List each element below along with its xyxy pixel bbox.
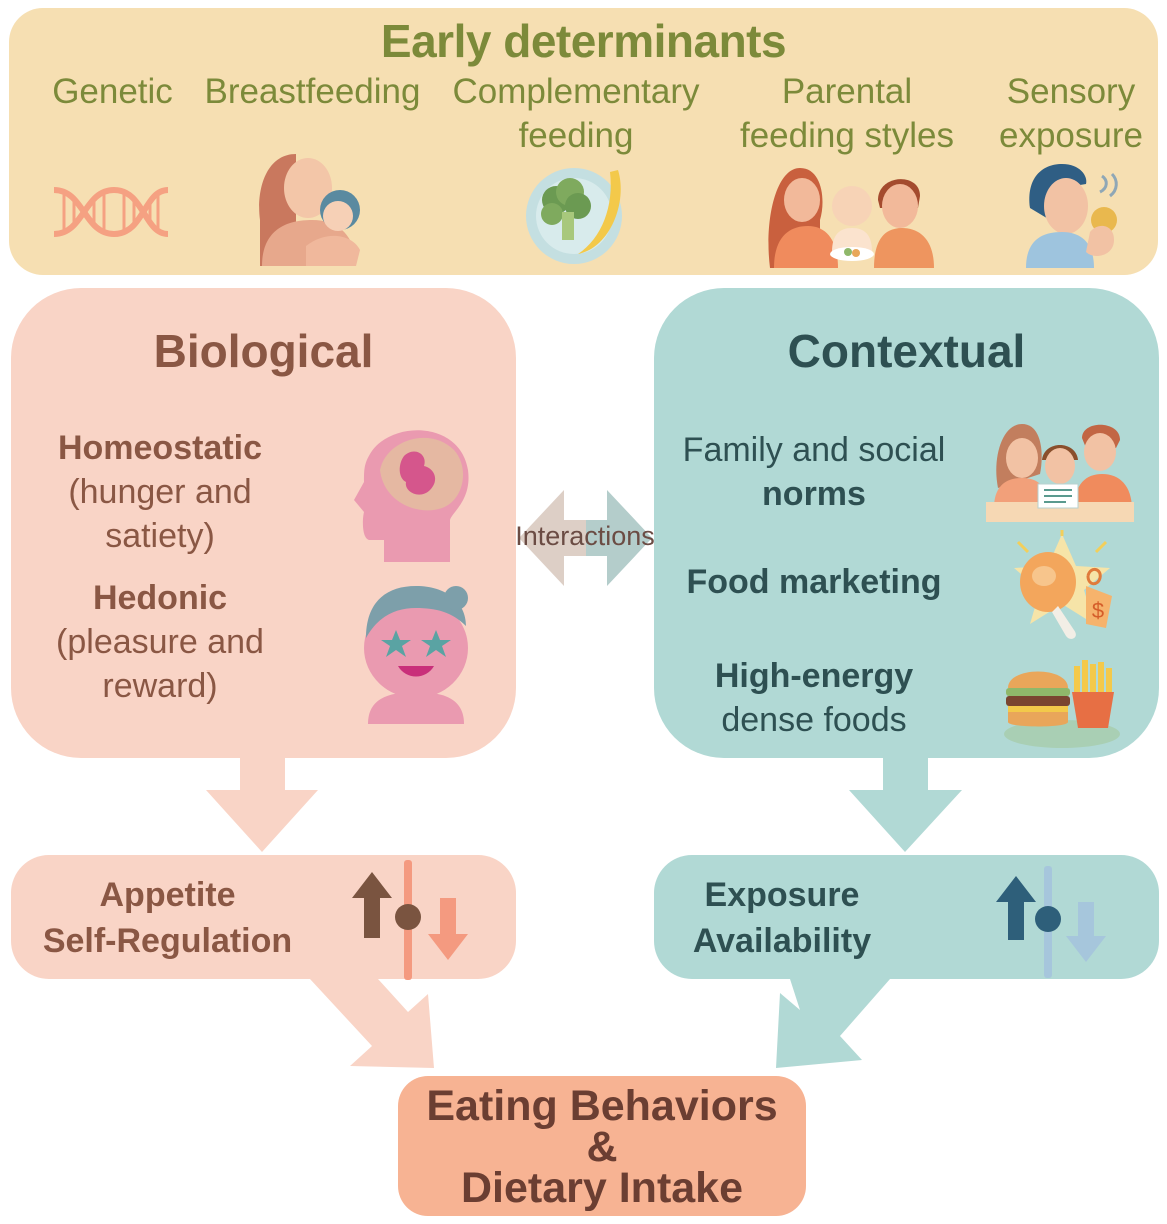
outcome-text: Eating Behaviors & Dietary Intake bbox=[398, 1082, 806, 1212]
high-energy-line1: High-energy bbox=[714, 657, 914, 695]
arrow-exposure-outcome bbox=[776, 979, 890, 1068]
breastfeeding-icon bbox=[259, 154, 360, 266]
appetite-line1: Appetite bbox=[99, 876, 236, 914]
homeostatic-line2: satiety) bbox=[105, 517, 215, 555]
biological-title: Biological bbox=[153, 325, 374, 377]
outcome-line2: & bbox=[586, 1123, 618, 1171]
hedonic-line2: reward) bbox=[102, 667, 218, 705]
arrow-bio-down bbox=[206, 758, 318, 852]
homeostatic-title: Homeostatic bbox=[57, 429, 263, 467]
high-energy-block: High-energy dense foods bbox=[665, 654, 963, 742]
outcome-line1: Eating Behaviors bbox=[426, 1082, 778, 1130]
exposure-up-down-slider-icon bbox=[996, 866, 1106, 978]
homeostatic-block: Homeostatic (hunger and satiety) bbox=[20, 426, 300, 558]
dna-icon bbox=[53, 186, 169, 238]
arrow-appetite-outcome bbox=[310, 979, 434, 1068]
food-marketing-title: Food marketing bbox=[686, 563, 942, 601]
determinant-breastfeeding-label: Breastfeeding bbox=[204, 72, 421, 111]
family-norms-block: Family and social norms bbox=[665, 428, 963, 516]
appetite-up-down-slider-icon bbox=[352, 860, 468, 980]
hedonic-block: Hedonic (pleasure and reward) bbox=[20, 576, 300, 708]
svg-text:$: $ bbox=[1092, 598, 1104, 623]
exposure-text: Exposure Availability bbox=[662, 872, 902, 964]
family-feeding-icon bbox=[768, 168, 934, 268]
appetite-box bbox=[11, 855, 516, 979]
burger-fries-icon bbox=[1004, 660, 1120, 748]
interactions-arrow bbox=[519, 490, 652, 586]
hedonic-line1: (pleasure and bbox=[56, 623, 264, 661]
exposure-line1: Exposure bbox=[704, 876, 860, 914]
family-norms-line1: Family and social bbox=[682, 431, 946, 469]
exposure-line2: Availability bbox=[692, 922, 872, 960]
determinant-genetic-label: Genetic bbox=[52, 72, 173, 111]
contextual-title: Contextual bbox=[787, 325, 1026, 377]
early-determinants-title: Early determinants bbox=[380, 15, 787, 67]
plate-broccoli-banana-icon bbox=[526, 168, 622, 264]
determinant-complementary-label: Complementary feeding bbox=[452, 72, 700, 155]
outcome-line3: Dietary Intake bbox=[460, 1164, 744, 1212]
arrow-ctx-down bbox=[849, 758, 962, 852]
outcome-box bbox=[398, 1076, 806, 1216]
appetite-line2: Self-Regulation bbox=[42, 922, 293, 960]
family-table-icon bbox=[986, 424, 1134, 522]
determinant-sensory-label: Sensory exposure bbox=[999, 72, 1143, 155]
food-marketing-block: Food marketing bbox=[665, 560, 963, 604]
determinant-parental-label: Parental feeding styles bbox=[739, 72, 955, 155]
appetite-text: Appetite Self-Regulation bbox=[20, 872, 315, 964]
chicken-price-tag-icon: $ bbox=[1014, 530, 1112, 639]
interactions-label: Interactions bbox=[515, 521, 655, 551]
family-norms-line2: norms bbox=[762, 475, 866, 513]
exposure-box bbox=[654, 855, 1159, 979]
star-eyes-face-icon bbox=[364, 586, 468, 724]
person-smelling-food-icon bbox=[1026, 164, 1118, 268]
hedonic-title: Hedonic bbox=[92, 579, 228, 617]
head-stomach-icon bbox=[354, 430, 469, 562]
contextual-panel bbox=[654, 288, 1159, 758]
high-energy-line2: dense foods bbox=[721, 701, 907, 739]
homeostatic-line1: (hunger and bbox=[68, 473, 252, 511]
